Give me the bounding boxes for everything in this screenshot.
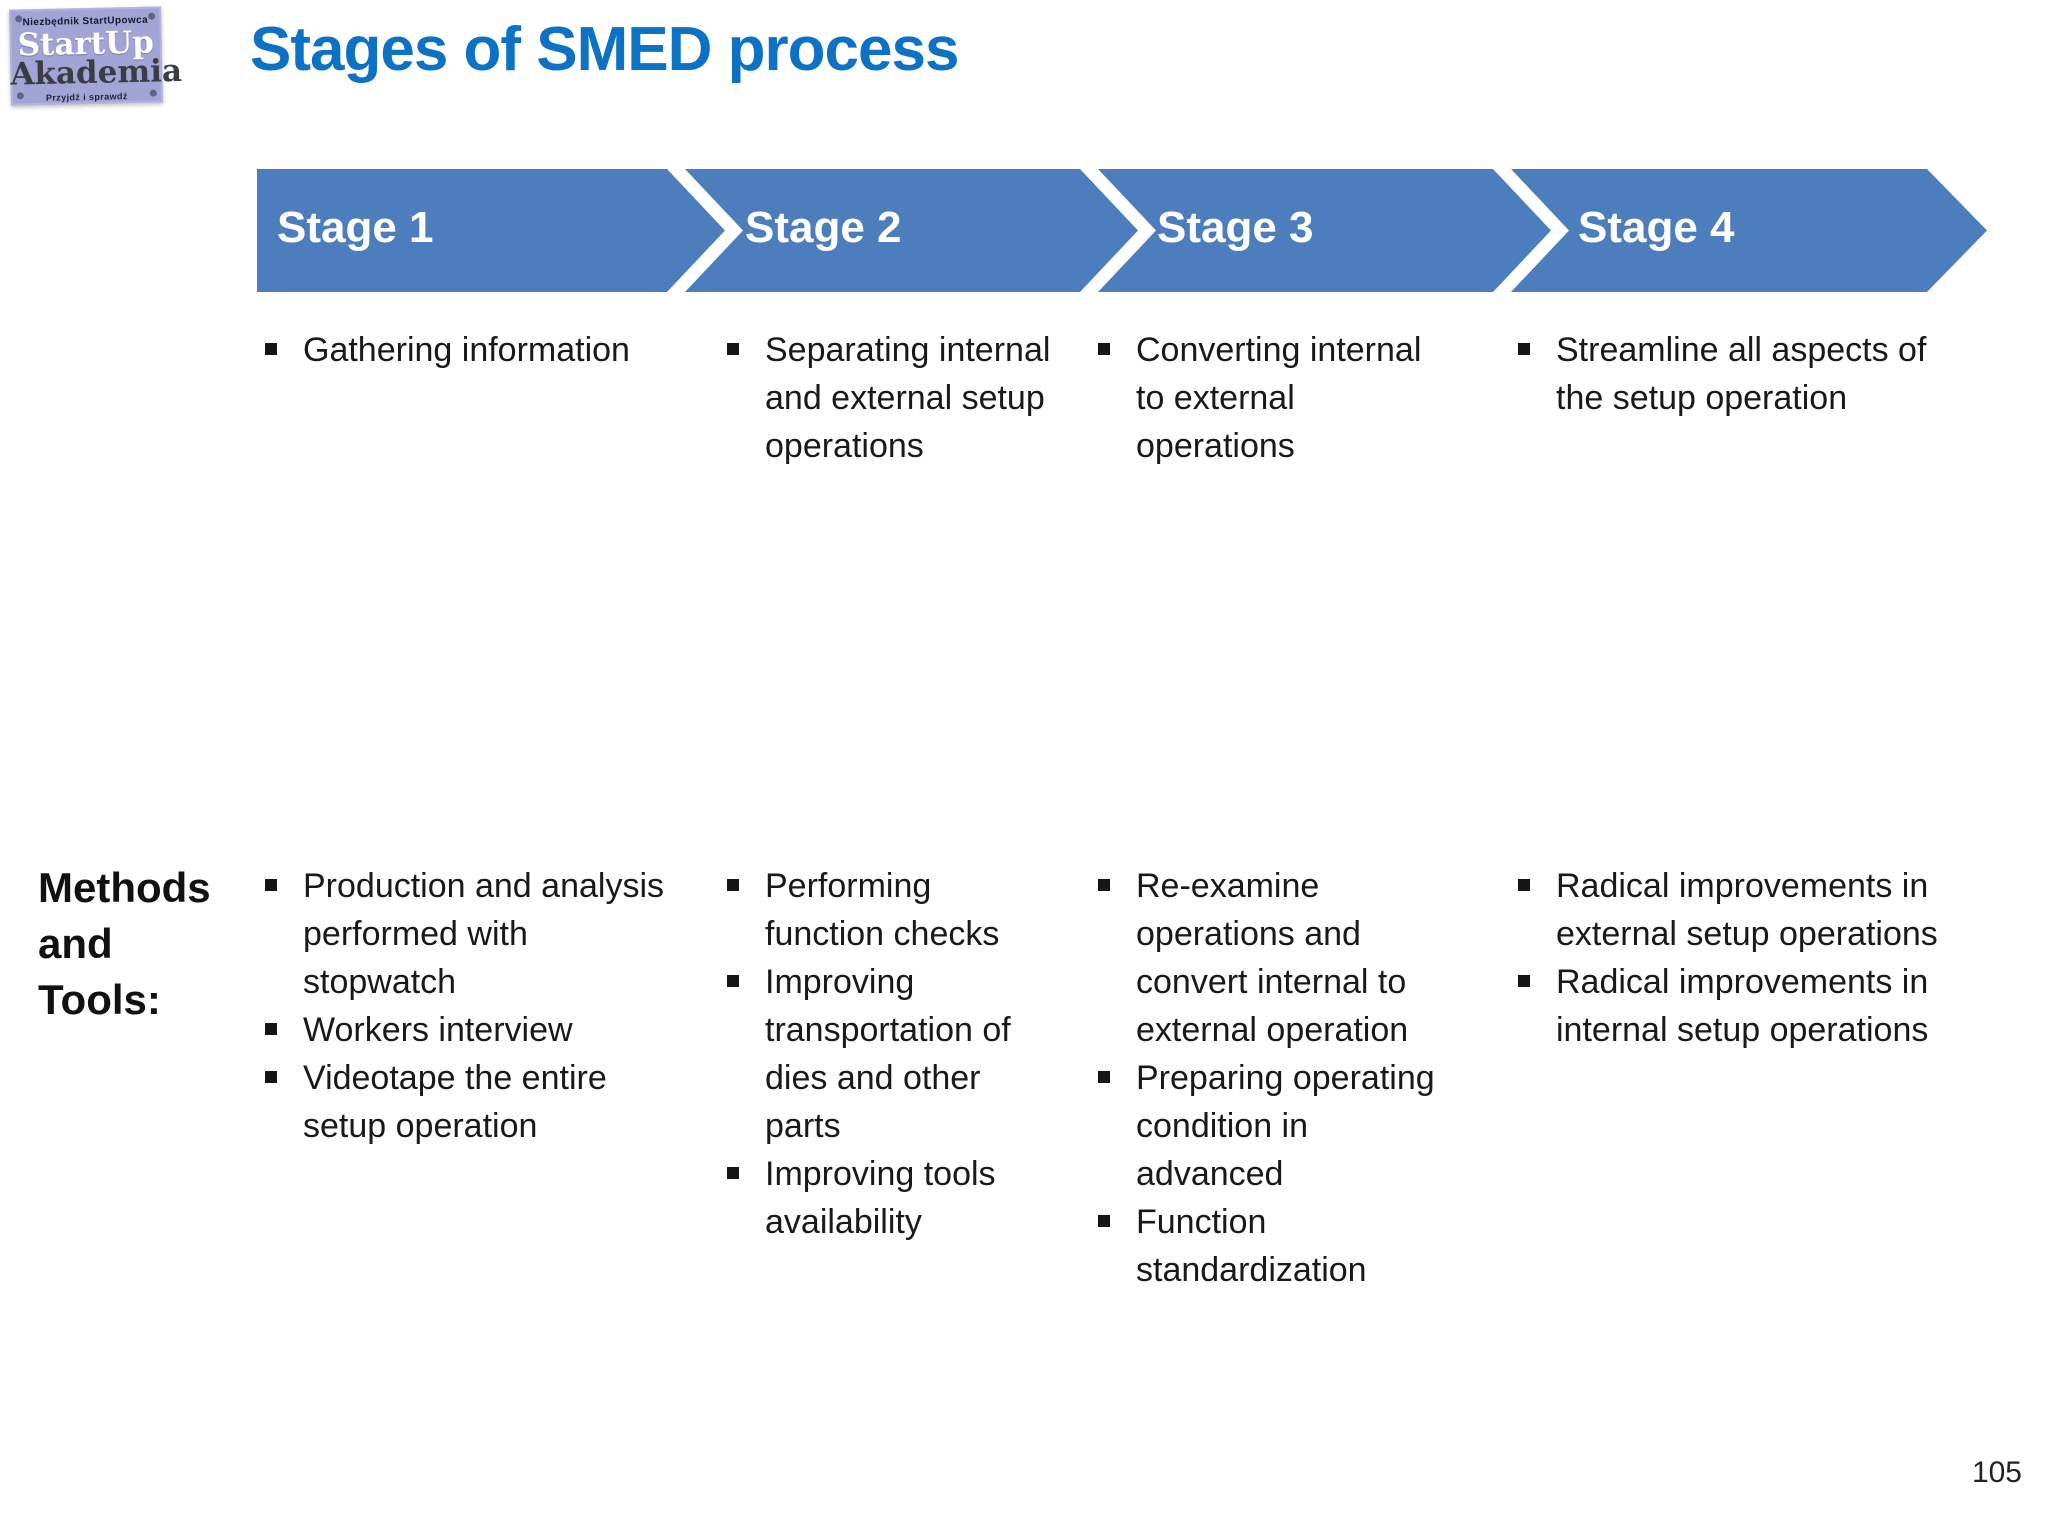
- page-title: Stages of SMED process: [250, 15, 959, 84]
- list-item: Improving tools availability: [727, 1150, 1057, 1246]
- bullet-icon: [265, 1023, 277, 1035]
- list-item: Improving transportation of dies and oth…: [727, 958, 1057, 1150]
- bullet-icon: [1518, 343, 1530, 355]
- bullet-icon: [727, 879, 739, 891]
- list-item: Videotape the entire setup operation: [265, 1054, 665, 1150]
- screw-icon: [16, 92, 24, 100]
- bullet-icon: [265, 879, 277, 891]
- list-item: Converting internal to external operatio…: [1098, 326, 1458, 470]
- screw-icon: [149, 89, 157, 97]
- list-item: Separating internal and external setup o…: [727, 326, 1057, 470]
- stage-2-description: Separating internal and external setup o…: [727, 326, 1057, 470]
- stage-1-methods: Production and analysis performed with s…: [265, 862, 665, 1150]
- stage-4-description: Streamline all aspects of the setup oper…: [1518, 326, 1948, 422]
- list-item-text: Streamline all aspects of the setup oper…: [1556, 331, 1927, 417]
- list-item-text: Performing function checks: [765, 867, 1000, 953]
- stage-banner: Stage 1 Stage 2 Stage 3 Stage 4: [257, 169, 1987, 292]
- stage-2-chevron: [685, 169, 1138, 292]
- stage-4-methods: Radical improvements in external setup o…: [1518, 862, 1948, 1054]
- bullet-icon: [265, 343, 277, 355]
- list-item: Radical improvements in external setup o…: [1518, 862, 1948, 958]
- list-item-text: Re-examine operations and convert intern…: [1136, 867, 1409, 1049]
- logo-brand-line2: Akademia: [9, 52, 183, 93]
- stage-4-label: Stage 4: [1578, 203, 1735, 252]
- logo-tagline-bottom: Przyjdź i sprawdź: [45, 91, 128, 103]
- list-item: Function standardization: [1098, 1198, 1458, 1294]
- bullet-icon: [1518, 879, 1530, 891]
- list-item-text: Radical improvements in external setup o…: [1556, 867, 1938, 953]
- list-item-text: Gathering information: [303, 331, 630, 369]
- bullet-icon: [1098, 1215, 1110, 1227]
- list-item: Streamline all aspects of the setup oper…: [1518, 326, 1948, 422]
- stage-4-chevron: [1511, 169, 1987, 292]
- list-item: Re-examine operations and convert intern…: [1098, 862, 1458, 1054]
- list-item: Preparing operating condition in advance…: [1098, 1054, 1458, 1198]
- bullet-icon: [727, 1167, 739, 1179]
- list-item-text: Workers interview: [303, 1011, 573, 1049]
- list-item-text: Function standardization: [1136, 1203, 1367, 1289]
- list-item: Performing function checks: [727, 862, 1057, 958]
- list-item-text: Improving transportation of dies and oth…: [765, 963, 1011, 1145]
- list-item-text: Production and analysis performed with s…: [303, 867, 665, 1001]
- list-item: Gathering information: [265, 326, 665, 374]
- bullet-icon: [727, 343, 739, 355]
- stage-1-chevron: [257, 169, 725, 292]
- list-item: Production and analysis performed with s…: [265, 862, 665, 1006]
- list-item-text: Radical improvements in internal setup o…: [1556, 963, 1929, 1049]
- stage-2-label: Stage 2: [745, 203, 902, 252]
- stage-3-label: Stage 3: [1157, 203, 1314, 252]
- startup-akademia-logo: Niezbędnik StartUpowca StartUp Akademia …: [9, 6, 183, 106]
- methods-and-tools-label: Methods and Tools:: [38, 864, 211, 1023]
- stage-3-methods: Re-examine operations and convert intern…: [1098, 862, 1458, 1294]
- stage-1-label: Stage 1: [277, 203, 434, 252]
- bullet-icon: [1098, 1071, 1110, 1083]
- bullet-icon: [727, 975, 739, 987]
- list-item: Radical improvements in internal setup o…: [1518, 958, 1948, 1054]
- page-number: 105: [1971, 1456, 2022, 1489]
- stage-3-description: Converting internal to external operatio…: [1098, 326, 1458, 470]
- bullet-icon: [1098, 879, 1110, 891]
- list-item-text: Separating internal and external setup o…: [765, 331, 1051, 465]
- screw-icon: [148, 12, 156, 20]
- bullet-icon: [1518, 975, 1530, 987]
- stage-1-description: Gathering information: [265, 326, 665, 374]
- chevron-arrow-shape: [257, 169, 1987, 292]
- list-item: Workers interview: [265, 1006, 665, 1054]
- stage-3-chevron: [1098, 169, 1551, 292]
- list-item-text: Converting internal to external operatio…: [1136, 331, 1422, 465]
- list-item-text: Videotape the entire setup operation: [303, 1059, 607, 1145]
- list-item-text: Improving tools availability: [765, 1155, 996, 1241]
- bullet-icon: [1098, 343, 1110, 355]
- bullet-icon: [265, 1071, 277, 1083]
- screw-icon: [15, 15, 23, 23]
- list-item-text: Preparing operating condition in advance…: [1136, 1059, 1435, 1193]
- stage-2-methods: Performing function checks Improving tra…: [727, 862, 1057, 1246]
